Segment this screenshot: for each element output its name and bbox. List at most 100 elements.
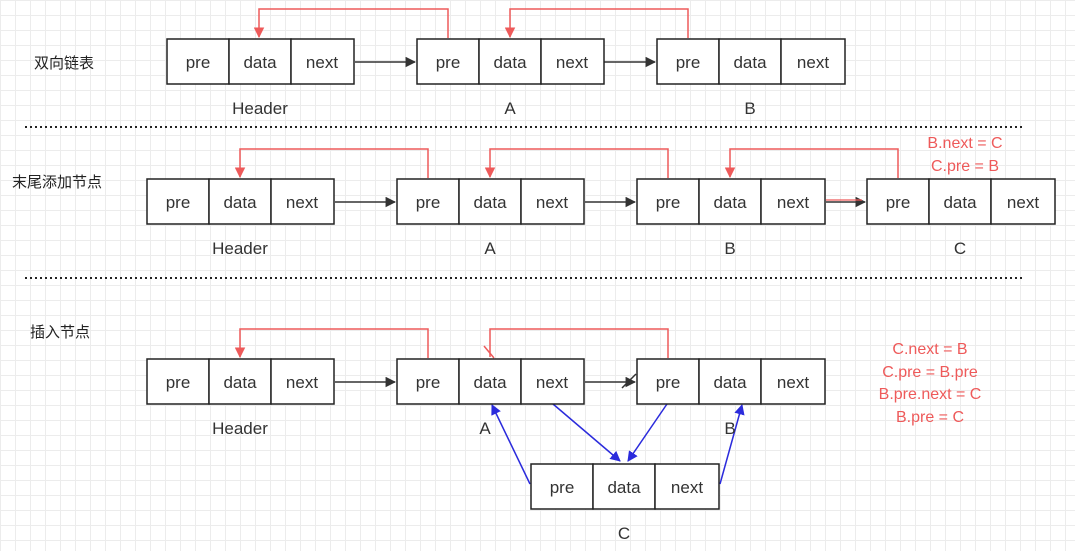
- node-label: B: [724, 419, 735, 438]
- cell-label-data: data: [607, 478, 641, 497]
- node-label: A: [484, 239, 496, 258]
- node-label: A: [479, 419, 491, 438]
- cell-label-pre: pre: [416, 193, 441, 212]
- insert-note: B.pre.next = C: [879, 386, 982, 403]
- section-3: pre data next Header pre data next A pre…: [146, 328, 982, 543]
- cell-label-next: next: [671, 478, 703, 497]
- section-title-doubly-linked-list: 双向链表: [34, 54, 94, 72]
- append-note: C.pre = B: [931, 158, 999, 175]
- node-cell: [520, 358, 585, 405]
- cell-label-pre: pre: [166, 193, 191, 212]
- cell-label-next: next: [777, 193, 809, 212]
- node-cell: [146, 178, 210, 225]
- cell-label-data: data: [223, 373, 257, 392]
- section-title-append-node: 末尾添加节点: [12, 173, 102, 191]
- node-cell: [208, 178, 272, 225]
- pre-link: [724, 148, 899, 179]
- node-cell: [540, 38, 605, 85]
- pre-link: [234, 148, 429, 179]
- cell-label-data: data: [713, 373, 747, 392]
- cell-label-pre: pre: [436, 53, 461, 72]
- pre-link: [234, 328, 429, 359]
- node-cell: [478, 38, 542, 85]
- node-cell: [654, 463, 720, 510]
- node-cell: [698, 358, 762, 405]
- cell-label-next: next: [556, 53, 588, 72]
- section-title-insert-node: 插入节点: [30, 323, 90, 341]
- cell-label-pre: pre: [656, 193, 681, 212]
- list-node-b: pre data next B: [636, 358, 826, 438]
- cell-label-next: next: [286, 373, 318, 392]
- list-node-header: pre data next Header: [146, 358, 335, 438]
- node-cell: [458, 178, 522, 225]
- pre-link: [504, 8, 689, 39]
- link-cut-mark: [621, 373, 637, 389]
- insert-note: C.pre = B.pre: [882, 364, 978, 381]
- node-cell: [928, 178, 992, 225]
- node-label: C: [954, 239, 966, 258]
- node-cell: [520, 178, 585, 225]
- list-node-header: pre data next Header: [146, 178, 335, 258]
- node-cell: [270, 358, 335, 405]
- insert-link: [491, 404, 531, 485]
- pre-link: [253, 8, 449, 39]
- node-cell: [146, 358, 210, 405]
- node-cell: [718, 38, 782, 85]
- cell-label-pre: pre: [186, 53, 211, 72]
- node-cell: [698, 178, 762, 225]
- pre-link: [484, 148, 669, 179]
- node-cell: [656, 38, 720, 85]
- insert-link: [719, 403, 745, 485]
- node-cell: [990, 178, 1056, 225]
- cell-label-data: data: [223, 193, 257, 212]
- cell-label-pre: pre: [676, 53, 701, 72]
- node-cell: [760, 358, 826, 405]
- cell-label-pre: pre: [550, 478, 575, 497]
- cell-label-data: data: [243, 53, 277, 72]
- cell-label-data: data: [943, 193, 977, 212]
- list-node-c: pre data next C: [530, 463, 720, 543]
- section-1: pre data next Header pre data next A pre…: [166, 8, 846, 118]
- node-cell: [208, 358, 272, 405]
- pre-link-removed: [489, 328, 669, 358]
- list-node-a: pre data next A: [416, 38, 605, 118]
- cell-label-data: data: [733, 53, 767, 72]
- node-cell: [396, 358, 460, 405]
- cell-label-data: data: [473, 373, 507, 392]
- cell-label-next: next: [797, 53, 829, 72]
- cell-label-next: next: [1007, 193, 1039, 212]
- cell-label-pre: pre: [166, 373, 191, 392]
- node-cell: [396, 178, 460, 225]
- list-node-b: pre data next B: [656, 38, 846, 118]
- insert-link: [627, 403, 668, 462]
- list-node-header: pre data next Header: [166, 38, 355, 118]
- cell-label-next: next: [777, 373, 809, 392]
- node-label: A: [504, 99, 516, 118]
- node-cell: [166, 38, 230, 85]
- node-cell: [760, 178, 826, 225]
- cell-label-data: data: [493, 53, 527, 72]
- list-node-c: pre data next C: [866, 178, 1056, 258]
- cell-label-pre: pre: [416, 373, 441, 392]
- node-cell: [636, 358, 700, 405]
- insert-link: [552, 403, 621, 462]
- append-note: B.next = C: [927, 135, 1002, 152]
- link-cut-mark: [483, 345, 495, 359]
- section-2: pre data next Header pre data next A pre…: [146, 135, 1056, 258]
- node-label: Header: [232, 99, 288, 118]
- cell-label-data: data: [473, 193, 507, 212]
- cell-label-pre: pre: [886, 193, 911, 212]
- node-cell: [270, 178, 335, 225]
- node-cell: [290, 38, 355, 85]
- list-node-a: pre data next A: [396, 358, 585, 438]
- node-cell: [530, 463, 594, 510]
- cell-label-next: next: [536, 193, 568, 212]
- node-cell: [416, 38, 480, 85]
- node-label: Header: [212, 239, 268, 258]
- list-node-b: pre data next B: [636, 178, 826, 258]
- cell-label-next: next: [306, 53, 338, 72]
- cell-label-pre: pre: [656, 373, 681, 392]
- cell-label-next: next: [536, 373, 568, 392]
- list-node-a: pre data next A: [396, 178, 585, 258]
- insert-note: C.next = B: [892, 341, 967, 358]
